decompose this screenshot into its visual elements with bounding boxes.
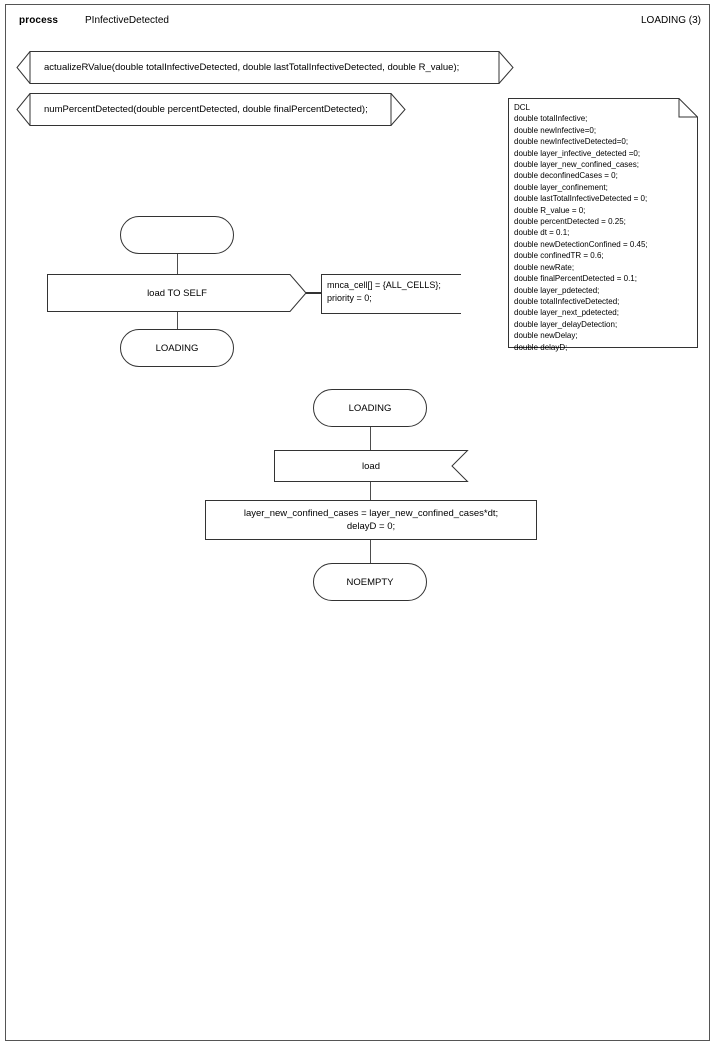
connector-task-to-state (370, 540, 371, 563)
signal-declaration-numPercentDetected[interactable]: numPercentDetected(double percentDetecte… (16, 93, 406, 126)
start-state-shape[interactable] (120, 216, 234, 254)
dcl-declarations-text: DCL double totalInfective; double newInf… (514, 103, 648, 352)
note-outline (508, 98, 698, 348)
signal-declaration-text: actualizeRValue(double totalInfectiveDet… (44, 62, 460, 73)
signal-declaration-inner-edge (29, 51, 500, 84)
text-extension-content: mnca_cell[] = {ALL_CELLS}; priority = 0; (327, 280, 441, 303)
page-label: LOADING (3) (640, 15, 701, 26)
state-shape-noempty[interactable]: NOEMPTY (313, 563, 427, 601)
state-outline (313, 389, 427, 427)
task-outline (205, 500, 537, 540)
signal-declaration-text: numPercentDetected(double percentDetecte… (44, 104, 368, 115)
dcl-note[interactable]: DCL double totalInfective; double newInf… (508, 98, 698, 352)
task-shape[interactable]: layer_new_confined_cases = layer_new_con… (205, 500, 537, 540)
signal-declaration-actualizeRValue[interactable]: actualizeRValue(double totalInfectiveDet… (16, 51, 514, 84)
process-name: PInfectiveDetected (85, 15, 169, 26)
output-outline (47, 274, 307, 312)
output-shape-load-to-self[interactable]: load TO SELF (47, 274, 307, 312)
input-shape-load[interactable]: load (274, 450, 469, 482)
connector-start-to-output (177, 254, 178, 274)
connector-output-to-text-extension (306, 292, 322, 294)
state-outline (313, 563, 427, 601)
state-shape-loading-lower[interactable]: LOADING (313, 389, 427, 427)
connector-state-to-input (370, 427, 371, 450)
note-folded-corner-icon (678, 98, 698, 118)
state-shape-loading-upper[interactable]: LOADING (120, 329, 234, 367)
signal-declaration-inner-edge (29, 93, 392, 126)
input-outline (274, 450, 469, 482)
connector-output-to-state (177, 312, 178, 329)
process-keyword: process (19, 15, 59, 26)
state-outline (120, 216, 234, 254)
text-extension-box[interactable]: mnca_cell[] = {ALL_CELLS}; priority = 0; (321, 274, 461, 314)
state-outline (120, 329, 234, 367)
connector-input-to-task (370, 482, 371, 500)
